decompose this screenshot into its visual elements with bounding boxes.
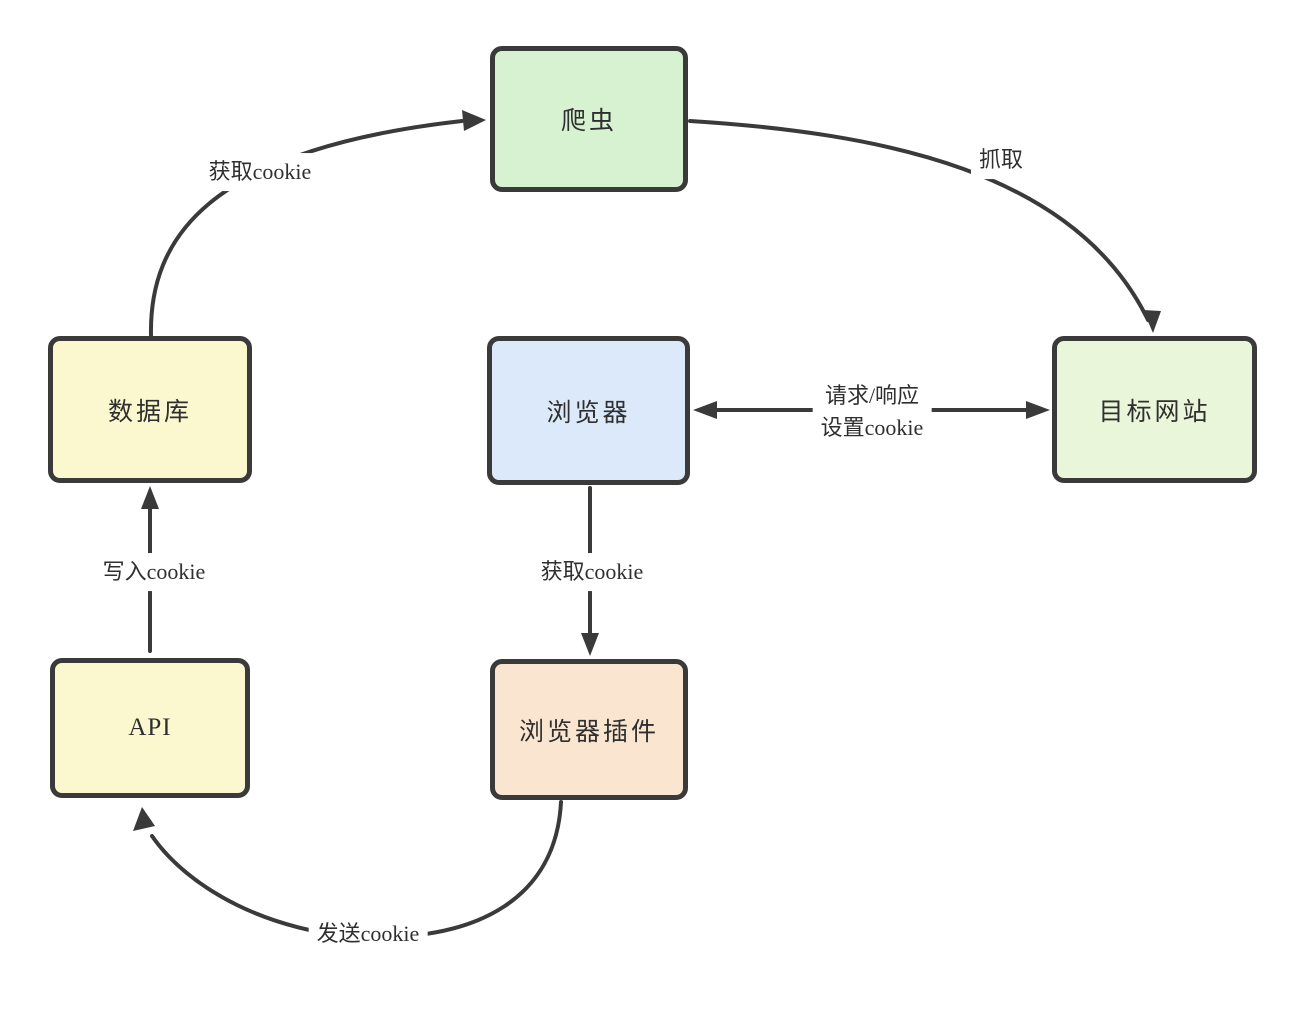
edge-label-request-response-line2: 设置cookie [820, 415, 924, 440]
edge-target-browser-left-arrowhead [693, 401, 717, 419]
node-database-label: 数据库 [107, 398, 192, 426]
edge-label-get-cookie-from-db: 获取cookie [200, 153, 320, 191]
edge-label-send-cookie: 发送cookie [308, 915, 428, 953]
node-target-website: 目标网站 [1052, 336, 1257, 483]
edge-label-request-response-line1: 请求/响应 [824, 383, 920, 409]
node-crawler: 爬虫 [490, 46, 688, 192]
edge-api-to-db-arrowhead [141, 486, 159, 509]
node-browser-label: 浏览器 [546, 399, 631, 427]
node-browser: 浏览器 [487, 336, 690, 485]
edge-db-to-crawler-arrowhead [462, 110, 486, 131]
edge-plugin-to-api-arrowhead [133, 807, 155, 831]
edge-label-grab: 抓取 [970, 141, 1032, 179]
node-api-label: API [128, 714, 172, 741]
edge-browser-to-plugin-arrowhead [581, 633, 599, 656]
edge-label-get-cookie-from-browser: 获取cookie [532, 553, 652, 591]
edge-crawler-to-target-arrowhead [1143, 310, 1161, 333]
node-database: 数据库 [48, 336, 252, 483]
node-browser-plugin: 浏览器插件 [490, 659, 688, 800]
edge-label-write-cookie: 写入cookie [94, 553, 214, 591]
edge-target-browser-right-arrowhead [1026, 401, 1050, 419]
node-api: API [50, 658, 250, 798]
edge-label-request-response: 请求/响应 设置cookie [812, 377, 932, 447]
edge-db-to-crawler-line [148, 119, 464, 338]
node-target-website-label: 目标网站 [1098, 398, 1211, 426]
node-browser-plugin-label: 浏览器插件 [518, 718, 659, 746]
node-crawler-label: 爬虫 [560, 108, 617, 135]
edge-crawler-to-target-line [688, 119, 1150, 322]
